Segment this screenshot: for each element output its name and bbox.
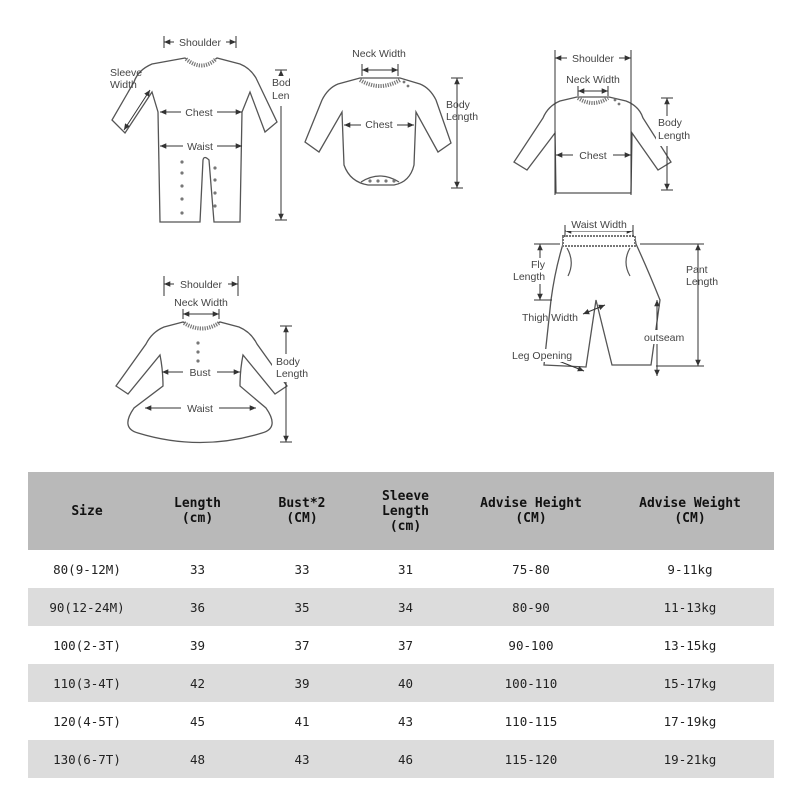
cell-advise-height: 80-90 — [456, 588, 606, 626]
cell-bust: 39 — [249, 664, 355, 702]
dress-shoulder-label: Shoulder — [180, 279, 223, 291]
top-body-length-label-1: Body — [658, 117, 683, 129]
cell-bust: 43 — [249, 740, 355, 778]
cell-length: 45 — [146, 702, 249, 740]
romper-waist-label: Waist — [187, 141, 213, 153]
dress-diagram: Shoulder Neck Width Bust Waist Body Leng… — [115, 276, 312, 444]
cell-advise-height: 100-110 — [456, 664, 606, 702]
cell-advise-height: 115-120 — [456, 740, 606, 778]
pants-thigh-width-label: Thigh Width — [522, 312, 578, 324]
cell-advise-weight: 15-17kg — [606, 664, 774, 702]
cell-size: 130(6-7T) — [28, 740, 146, 778]
romper-chest-label: Chest — [185, 107, 213, 119]
pants-diagram: Waist Width Fly Length Pant Length Thigh… — [511, 218, 718, 376]
top-diagram: Shoulder Neck Width Chest Body Length — [513, 50, 694, 195]
cell-advise-weight: 13-15kg — [606, 626, 774, 664]
cell-advise-weight: 17-19kg — [606, 702, 774, 740]
romper-body-length-label-2: Length — [272, 90, 304, 102]
cell-sleeve-length: 40 — [355, 664, 456, 702]
dress-waist-label: Waist — [187, 403, 213, 415]
cell-sleeve-length: 37 — [355, 626, 456, 664]
table-row: 100(2-3T) 39 37 37 90-100 13-15kg — [28, 626, 774, 664]
cell-bust: 41 — [249, 702, 355, 740]
romper-sleeve-width-label-2: Width — [110, 79, 137, 91]
pants-leg-opening-label: Leg Opening — [512, 350, 572, 362]
table-row: 80(9-12M) 33 33 31 75-80 9-11kg — [28, 550, 774, 588]
top-body-length-label-2: Length — [658, 130, 690, 142]
bodysuit-chest-label: Chest — [365, 119, 393, 131]
cell-length: 36 — [146, 588, 249, 626]
top-chest-label: Chest — [579, 150, 607, 162]
cell-bust: 35 — [249, 588, 355, 626]
romper-diagram: Shoulder Sleeve Width Chest Waist Body L… — [110, 35, 304, 223]
dress-bust-label: Bust — [189, 367, 210, 379]
header-size: Size — [28, 472, 146, 550]
pants-outseam-label: outseam — [644, 332, 685, 344]
cell-length: 39 — [146, 626, 249, 664]
bodysuit-body-length-label-1: Body — [446, 99, 471, 111]
cell-sleeve-length: 46 — [355, 740, 456, 778]
cell-length: 48 — [146, 740, 249, 778]
pants-fly-length-label-1: Fly — [531, 259, 546, 271]
cell-bust: 37 — [249, 626, 355, 664]
pants-waist-width-label: Waist Width — [571, 219, 627, 231]
romper-body-length-label-1: Body — [272, 77, 297, 89]
table-row: 110(3-4T) 42 39 40 100-110 15-17kg — [28, 664, 774, 702]
dress-body-length-label-1: Body — [276, 356, 301, 368]
top-shoulder-label: Shoulder — [572, 53, 615, 65]
cell-size: 120(4-5T) — [28, 702, 146, 740]
cell-size: 90(12-24M) — [28, 588, 146, 626]
cell-advise-weight: 19-21kg — [606, 740, 774, 778]
cell-advise-height: 110-115 — [456, 702, 606, 740]
cell-sleeve-length: 43 — [355, 702, 456, 740]
dress-body-length-label-2: Length — [276, 368, 308, 380]
cell-size: 110(3-4T) — [28, 664, 146, 702]
bodysuit-diagram: Neck Width Chest Body Length — [304, 48, 478, 189]
table-row: 90(12-24M) 36 35 34 80-90 11-13kg — [28, 588, 774, 626]
cell-size: 100(2-3T) — [28, 626, 146, 664]
dress-neck-width-label: Neck Width — [174, 297, 228, 309]
bodysuit-neck-width-label: Neck Width — [352, 48, 406, 60]
garment-diagrams: Shoulder Sleeve Width Chest Waist Body L… — [110, 35, 718, 444]
cell-advise-height: 90-100 — [456, 626, 606, 664]
cell-length: 33 — [146, 550, 249, 588]
cell-advise-weight: 9-11kg — [606, 550, 774, 588]
cell-bust: 33 — [249, 550, 355, 588]
header-advise-height: Advise Height(CM) — [456, 472, 606, 550]
romper-shoulder-label: Shoulder — [179, 37, 222, 49]
top-neck-width-label: Neck Width — [566, 74, 620, 86]
header-length: Length(cm) — [146, 472, 249, 550]
pants-pant-length-label-2: Length — [686, 276, 718, 288]
cell-length: 42 — [146, 664, 249, 702]
bodysuit-body-length-label-2: Length — [446, 111, 478, 123]
romper-sleeve-width-label-1: Sleeve — [110, 67, 142, 79]
table-row: 120(4-5T) 45 41 43 110-115 17-19kg — [28, 702, 774, 740]
header-advise-weight: Advise Weight(CM) — [606, 472, 774, 550]
cell-sleeve-length: 34 — [355, 588, 456, 626]
header-bust: Bust*2(CM) — [249, 472, 355, 550]
cell-advise-height: 75-80 — [456, 550, 606, 588]
pants-fly-length-label-2: Length — [513, 271, 545, 283]
cell-sleeve-length: 31 — [355, 550, 456, 588]
cell-size: 80(9-12M) — [28, 550, 146, 588]
pants-pant-length-label-1: Pant — [686, 264, 708, 276]
cell-advise-weight: 11-13kg — [606, 588, 774, 626]
table-row: 130(6-7T) 48 43 46 115-120 19-21kg — [28, 740, 774, 778]
